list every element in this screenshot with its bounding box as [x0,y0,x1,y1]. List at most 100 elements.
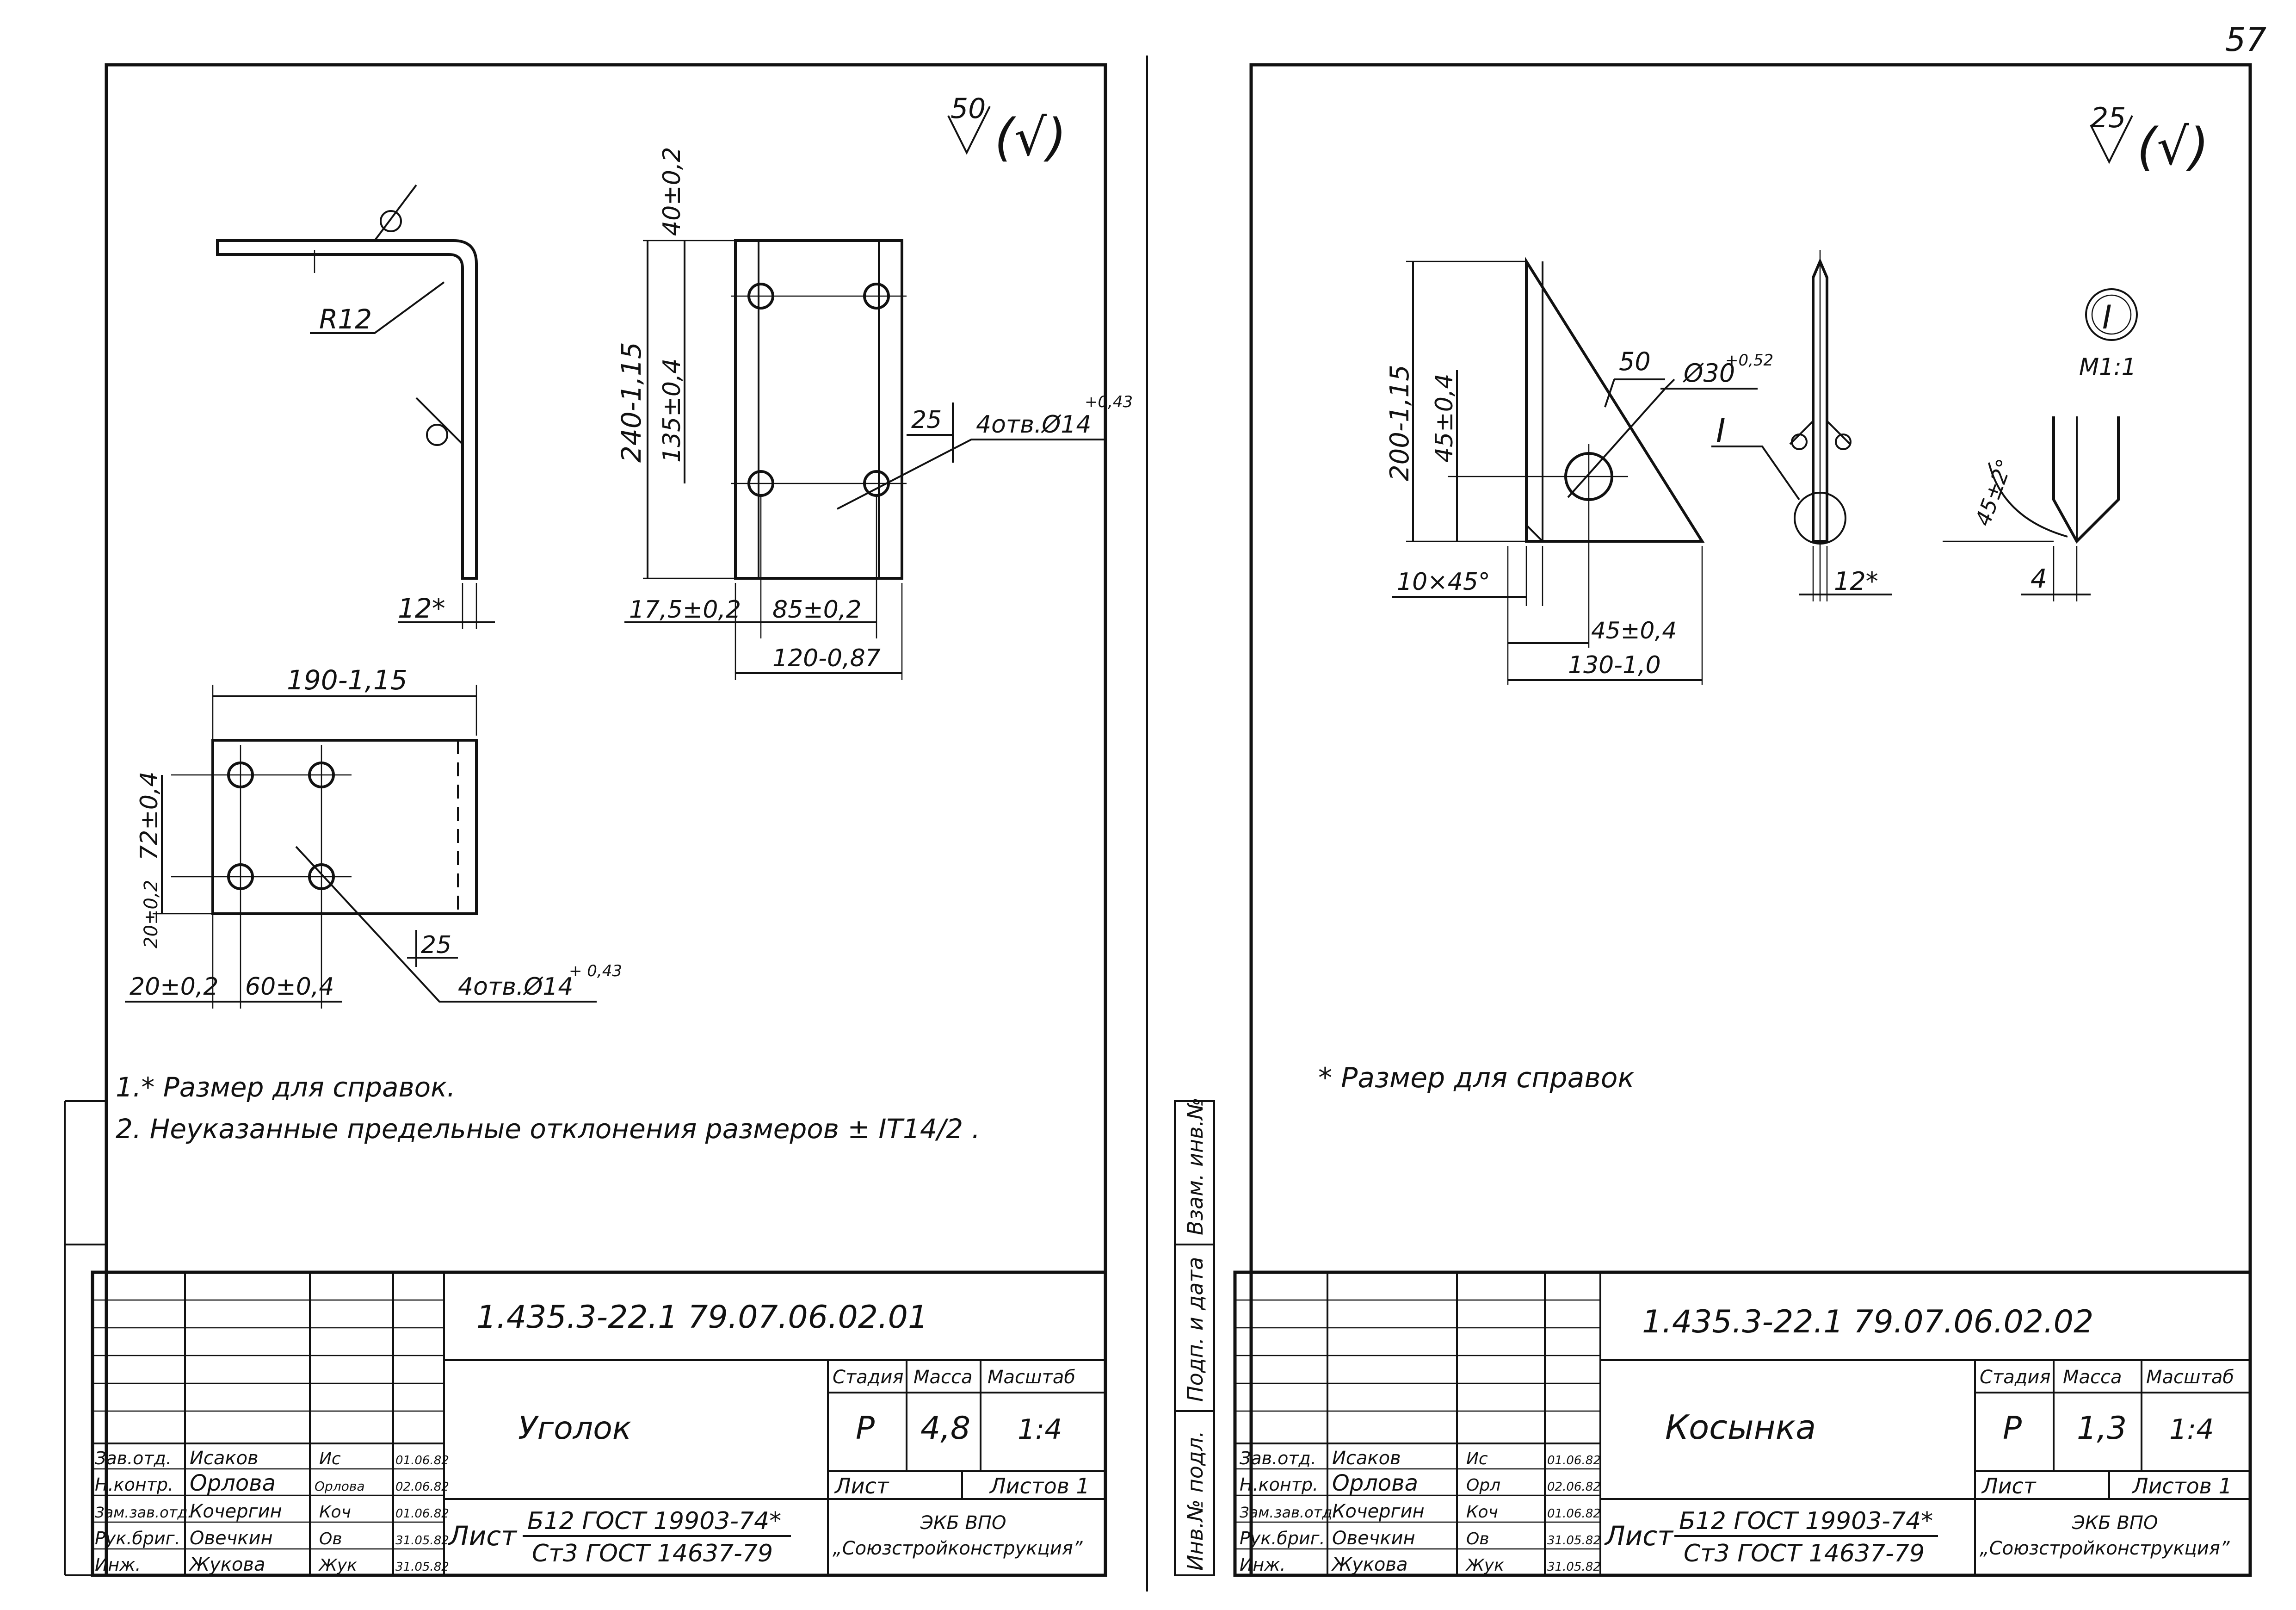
gusset-width-label: 130-1,0 [1568,651,1661,679]
sig-date: 01.06.82 [395,1507,449,1521]
sheet-2-scale: 1:4 [2169,1413,2214,1446]
sheet-1-part-name: Уголок [518,1410,631,1447]
flange-holes-callout: 4отв.Ø14 [976,411,1091,439]
gusset-view: Ø30 +0,52 50 200-1,15 45±0,4 10×45° 45±0… [1385,256,1773,685]
sheet-2-side-label-mid: Подп. и дата [1183,1257,1208,1402]
sig-name: Жукова [188,1554,265,1575]
sheet-2-material-top: Б12 ГОСТ 19903-74* [1679,1507,1933,1535]
sig-sign: Орл [1466,1476,1500,1495]
sheet-2-scale-label: Масштаб [2146,1367,2234,1388]
sheet-1-roughness-value: 50 [950,93,986,125]
sig-role: Н.контр. [95,1474,173,1495]
sheet-1-roughness-paren: (√) [994,108,1067,167]
sig-sign: Ов [1466,1530,1489,1548]
sheet-2-side-strip [1174,1100,1215,1576]
plan-weld-leg: 25 [421,931,451,959]
sheet-2-stage-label: Стадия [1980,1367,2050,1388]
gusset-height-label: 200-1,15 [1385,365,1415,481]
gusset-hole-height-label: 45±0,4 [1431,374,1458,463]
plan-hole-pitch-v-label: 72±0,4 [136,772,163,861]
sheet-1-note-2: 2. Неуказанные предельные отклонения раз… [116,1113,980,1145]
sheet-2-side-label-top: Взам. инв.№ [1183,1097,1208,1235]
sig-date: 02.06.82 [1547,1480,1601,1494]
sheet-1-frame [105,63,1107,1577]
sheet-1-material-top: Б12 ГОСТ 19903-74* [527,1507,781,1535]
sheet-2-material-bottom: Ст3 ГОСТ 14637-79 [1684,1540,1925,1567]
sheet-2-roughness: 25 (√) [2090,102,2209,176]
sig-name: Кочергин [1332,1501,1425,1522]
sig-role: Рук.бриг. [95,1528,180,1548]
sig-date: 31.05.82 [395,1534,449,1548]
angle-radius-label: R12 [319,303,372,335]
sig-name: Кочергин [190,1501,282,1522]
sheet-1-sheet-label: Лист [834,1474,889,1499]
sheet-2-roughness-value: 25 [2091,102,2126,134]
sig-sign: Ис [319,1449,341,1468]
flange-height-label: 240-1,15 [616,342,647,463]
gusset-view-ref: I [1716,412,1726,450]
sheet-2-signatures: Зав.отд. Исаков Ис 01.06.82 Н.контр. Орл… [1240,1448,1601,1575]
angle-plan-view: 190-1,15 72±0,4 20±0,2 20±0,2 60±0,4 4от… [125,664,622,1009]
sheet-1-org-line-1: ЭКБ ВПО [920,1512,1006,1534]
plan-length-label: 190-1,15 [287,664,407,696]
sig-name: Орлова [1332,1470,1418,1496]
sheet-2-mass-label: Масса [2063,1367,2122,1388]
sig-role: Зам.зав.отд. [1240,1504,1337,1521]
sheet-2-stage: Р [2003,1410,2022,1447]
sheet-2-org-line-2: „Союзстройконструкция” [1980,1538,2230,1559]
sig-sign: Коч [319,1503,351,1522]
sheet-1-roughness: 50 (√) [947,93,1067,167]
gusset-hole-offset-label: 45±0,4 [1591,617,1677,644]
sig-name: Жукова [1331,1554,1407,1575]
sig-date: 31.05.82 [395,1560,449,1574]
sheet-2: Взам. инв.№ Подп. и дата Инв.№ подл. 25 … [1174,63,2252,1577]
gusset-hole-tol: +0,52 [1725,351,1773,370]
sig-name: Овечкин [1332,1528,1415,1549]
sheet-1-note-1: 1.* Размер для справок. [116,1071,456,1103]
flange-top-offset-label: 40±0,2 [658,147,686,236]
sig-role: Рук.бриг. [1240,1528,1325,1548]
detail-ref-label: I [2102,298,2112,336]
sig-name: Орлова [190,1470,276,1496]
sig-date: 31.05.82 [1547,1560,1601,1574]
sig-sign: Жук [318,1556,357,1575]
detail-bevel-label: 45±2° [1970,456,2018,529]
sig-role: Зав.отд. [95,1448,172,1468]
sig-sign: Орлова [315,1479,365,1494]
sheet-2-side-label-bot: Инв.№ подл. [1183,1430,1208,1571]
gusset-hole-dia: Ø30 [1683,359,1735,388]
sheet-2-sheets-label: Листов 1 [2131,1474,2232,1499]
sheet-1-material-prefix: Лист [448,1520,518,1552]
flange-width-label: 120-0,87 [772,644,881,672]
plan-hole-pitch-h-label: 60±0,4 [245,973,334,1001]
sig-name: Исаков [190,1448,259,1469]
sig-date: 01.06.82 [1547,1454,1601,1468]
sig-name: Овечкин [190,1528,273,1549]
gusset-detail-view: I М1:1 45±2° 4 [1943,288,2138,601]
sig-date: 01.06.82 [1547,1507,1601,1521]
sheet-1-mass: 4,8 [920,1410,970,1447]
sheet-2-designation: 1.435.3-22.1 79.07.06.02.02 [1642,1304,2093,1340]
page-number: 57 [2225,21,2266,59]
sheet-1-signatures: Зав.отд. Исаков Ис 01.06.82 Н.контр. Орл… [95,1448,449,1575]
plan-left-offset-label: 20±0,2 [130,973,218,1001]
gusset-weld-leg: 50 [1619,347,1651,376]
sheet-1-mass-label: Масса [913,1367,973,1388]
angle-side-view: R12 12* [216,184,495,629]
sheet-2-part-name: Косынка [1665,1408,1816,1447]
flange-hole-pitch-v-label: 135±0,4 [658,358,686,463]
plan-holes-callout: 4отв.Ø14 [458,973,573,1001]
sheet-1: 50 (√) R12 12* [64,63,1133,1577]
sheet-1-sheets-label: Листов 1 [989,1474,1090,1499]
flange-left-offset-label: 17,5±0,2 [629,596,741,624]
sig-role: Инж. [1240,1554,1286,1575]
detail-land-label: 4 [2031,564,2047,594]
sig-role: Зав.отд. [1240,1448,1316,1468]
sig-name: Исаков [1332,1448,1401,1469]
sheet-2-sheet-label: Лист [1981,1474,2037,1499]
sheet-2-mass: 1,3 [2077,1410,2127,1447]
sheet-1-org-line-2: „Союзстройконструкция” [833,1538,1083,1559]
sheet-1-title-block: 1.435.3-22.1 79.07.06.02.01 Уголок Стади… [91,1270,1107,1577]
angle-thickness-label: 12* [398,593,445,624]
